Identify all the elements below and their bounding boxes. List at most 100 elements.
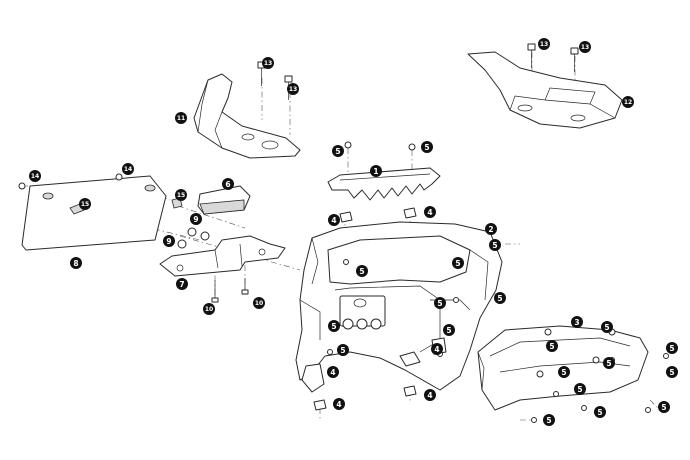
callout-5: 5 [666,366,678,378]
callout-5: 5 [666,342,678,354]
callout-badge [424,389,436,401]
callout-5: 5 [658,401,670,413]
callout-label: 5 [606,359,611,368]
callout-5: 5 [356,265,368,277]
callout-badge [485,223,497,235]
callout-label: 5 [331,322,336,331]
callout-label: 5 [577,385,582,394]
callout-12: 12 [622,96,634,108]
callout-badge [601,321,613,333]
callout-badge [603,357,615,369]
callout-10: 10 [203,303,215,315]
callout-label: 5 [455,259,460,268]
callout-5: 5 [601,321,613,333]
callout-label: 13 [540,41,548,48]
callout-label: 4 [330,368,335,377]
callout-badge [337,344,349,356]
callout-badge [543,414,555,426]
callout-5: 5 [328,320,340,332]
callout-14: 14 [122,163,134,175]
callout-label: 5 [669,368,674,377]
bolts-13 [257,43,579,100]
callout-label: 5 [669,344,674,353]
callout-label: 4 [434,345,439,354]
part-12-bracket [467,51,623,129]
part-6-reflector [197,185,251,215]
callout-5: 5 [543,414,555,426]
callout-badge [421,141,433,153]
callout-label: 5 [340,346,345,355]
callout-badge [253,297,265,309]
part-1-bracket [327,167,441,201]
callout-label: 5 [546,416,551,425]
callout-label: 12 [624,99,632,106]
callout-badge [443,324,455,336]
callout-4: 4 [333,398,345,410]
callout-badge [287,83,299,95]
callout-badge [666,366,678,378]
callout-label: 5 [549,342,554,351]
callout-badge [190,213,202,225]
callout-13: 13 [579,41,591,53]
callout-9: 9 [163,235,175,247]
callout-label: 5 [597,408,602,417]
callout-badge [356,265,368,277]
callout-label: 14 [31,173,39,180]
callout-badge [622,96,634,108]
callout-label: 5 [561,368,566,377]
callout-4: 4 [424,389,436,401]
callout-label: 5 [604,323,609,332]
callout-label: 11 [177,115,185,122]
callout-badge [29,170,41,182]
callout-label: 13 [289,86,297,93]
screws-10 [211,278,249,303]
callout-10: 10 [253,297,265,309]
callout-5: 5 [594,406,606,418]
screws-5-top [344,141,416,151]
callout-5: 5 [434,297,446,309]
callout-5: 5 [452,257,464,269]
callout-9: 9 [190,213,202,225]
callout-label: 5 [437,299,442,308]
callout-label: 10 [255,300,263,307]
callout-label: 13 [581,44,589,51]
callout-badge [594,406,606,418]
callout-5: 5 [489,239,501,251]
callout-badge [579,41,591,53]
callout-badge [452,257,464,269]
callout-label: 4 [336,400,341,409]
callout-label: 1 [373,167,378,176]
callout-badge [574,383,586,395]
callout-badge [163,235,175,247]
callout-13: 13 [287,83,299,95]
callout-5: 5 [332,145,344,157]
callout-5: 5 [337,344,349,356]
callout-label: 7 [179,280,184,289]
callout-badge [666,342,678,354]
callout-badge [122,163,134,175]
callout-badge [70,257,82,269]
callout-label: 4 [331,216,336,225]
callout-4: 4 [431,343,443,355]
callout-15: 15 [175,189,187,201]
callout-badge [538,38,550,50]
callout-label: 6 [225,180,230,189]
callout-5: 5 [494,292,506,304]
callout-label: 5 [424,143,429,152]
callout-5: 5 [443,324,455,336]
callout-13: 13 [262,57,274,69]
callout-badge [203,303,215,315]
callout-badge [79,198,91,210]
callout-8: 8 [70,257,82,269]
callout-badge [658,401,670,413]
callout-badge [328,320,340,332]
callout-label: 9 [193,215,198,224]
callout-1: 1 [370,165,382,177]
callout-badge [494,292,506,304]
callout-label: 15 [177,192,185,199]
callout-5: 5 [558,366,570,378]
callout-4: 4 [424,206,436,218]
